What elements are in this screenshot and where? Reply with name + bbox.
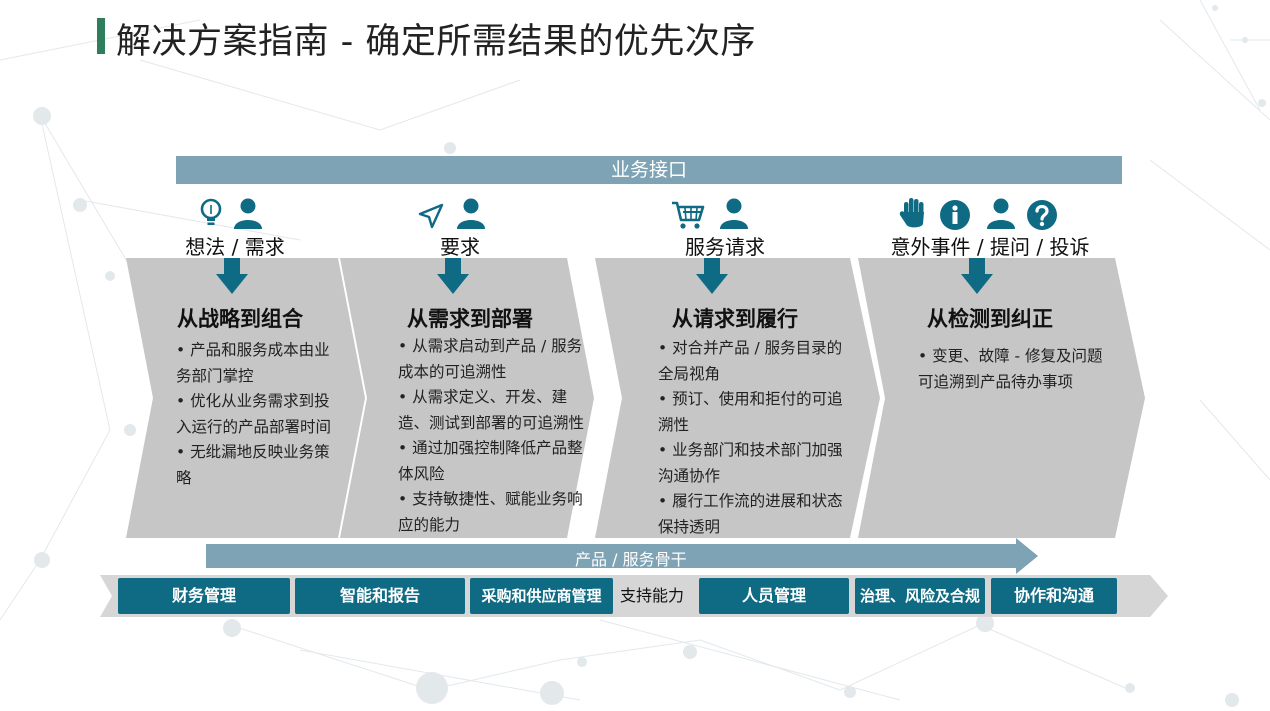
paper-plane-icon (418, 203, 444, 229)
capability-procurement: 采购和供应商管理 (470, 578, 613, 614)
bullet-item: 预订、使用和拒付的可追溯性 (658, 387, 848, 438)
title-accent-bar (97, 18, 105, 54)
lightbulb-icon (200, 198, 222, 225)
hand-stop-icon (899, 198, 924, 228)
down-arrow-icon (696, 258, 728, 294)
bullet-item: 履行工作流的进展和状态保持透明 (658, 489, 848, 540)
person-icon (234, 198, 262, 229)
question-icon (1027, 200, 1057, 230)
capability-support: 支持能力 (620, 586, 685, 605)
down-arrow-icon (437, 258, 469, 294)
backbone-label: 产品 / 服务骨干 (575, 550, 687, 569)
stage-label-4: 意外事件 / 提问 / 投诉 (890, 235, 1090, 259)
down-arrow-icon (216, 258, 248, 294)
stage-bullets-4: 变更、故障 - 修复及问题可追溯到产品待办事项 (918, 344, 1118, 395)
bullet-item: 无纰漏地反映业务策略 (176, 440, 334, 491)
bullet-item: 变更、故障 - 修复及问题可追溯到产品待办事项 (918, 344, 1118, 395)
bullet-item: 通过加强控制降低产品整体风险 (398, 436, 593, 487)
stage-label-3: 服务请求 (685, 235, 765, 259)
stage-label-1: 想法 / 需求 (185, 235, 285, 259)
stage-bullets-3: 对合并产品 / 服务目录的全局视角 预订、使用和拒付的可追溯性 业务部门和技术部… (658, 336, 848, 540)
stage-heading-3: 从请求到履行 (672, 307, 798, 331)
bullet-item: 支持敏捷性、赋能业务响应的能力 (398, 487, 593, 538)
capability-governance: 治理、风险及合规 (855, 578, 985, 614)
bullet-item: 业务部门和技术部门加强沟通协作 (658, 438, 848, 489)
bullet-item: 从需求启动到产品 / 服务成本的可追溯性 (398, 334, 593, 385)
stage-chevron-4 (858, 258, 1145, 538)
info-icon (940, 200, 970, 230)
person-icon (457, 198, 485, 229)
shopping-cart-icon (672, 201, 705, 229)
down-arrow-icon (961, 258, 993, 294)
person-icon (720, 198, 748, 229)
backbone-arrow (206, 538, 1038, 574)
bullet-item: 对合并产品 / 服务目录的全局视角 (658, 336, 848, 387)
bullet-item: 从需求定义、开发、建造、测试到部署的可追溯性 (398, 385, 593, 436)
bullet-item: 产品和服务成本由业务部门掌控 (176, 338, 334, 389)
business-interface-bar: 业务接口 (176, 156, 1122, 184)
page-title: 解决方案指南 - 确定所需结果的优先次序 (116, 22, 756, 62)
capability-people: 人员管理 (699, 578, 849, 614)
stage-heading-2: 从需求到部署 (407, 307, 533, 331)
bullet-item: 优化从业务需求到投入运行的产品部署时间 (176, 389, 334, 440)
capability-intelligence-reporting: 智能和报告 (295, 578, 465, 614)
stage-bullets-2: 从需求启动到产品 / 服务成本的可追溯性 从需求定义、开发、建造、测试到部署的可… (398, 334, 593, 538)
person-icon (987, 198, 1015, 229)
stage-heading-1: 从战略到组合 (177, 307, 303, 331)
stage-bullets-1: 产品和服务成本由业务部门掌控 优化从业务需求到投入运行的产品部署时间 无纰漏地反… (176, 338, 334, 491)
capability-finance: 财务管理 (118, 578, 290, 614)
stage-label-2: 要求 (440, 235, 480, 259)
capability-collaboration: 协作和沟通 (991, 578, 1117, 614)
stage-heading-4: 从检测到纠正 (927, 307, 1053, 331)
